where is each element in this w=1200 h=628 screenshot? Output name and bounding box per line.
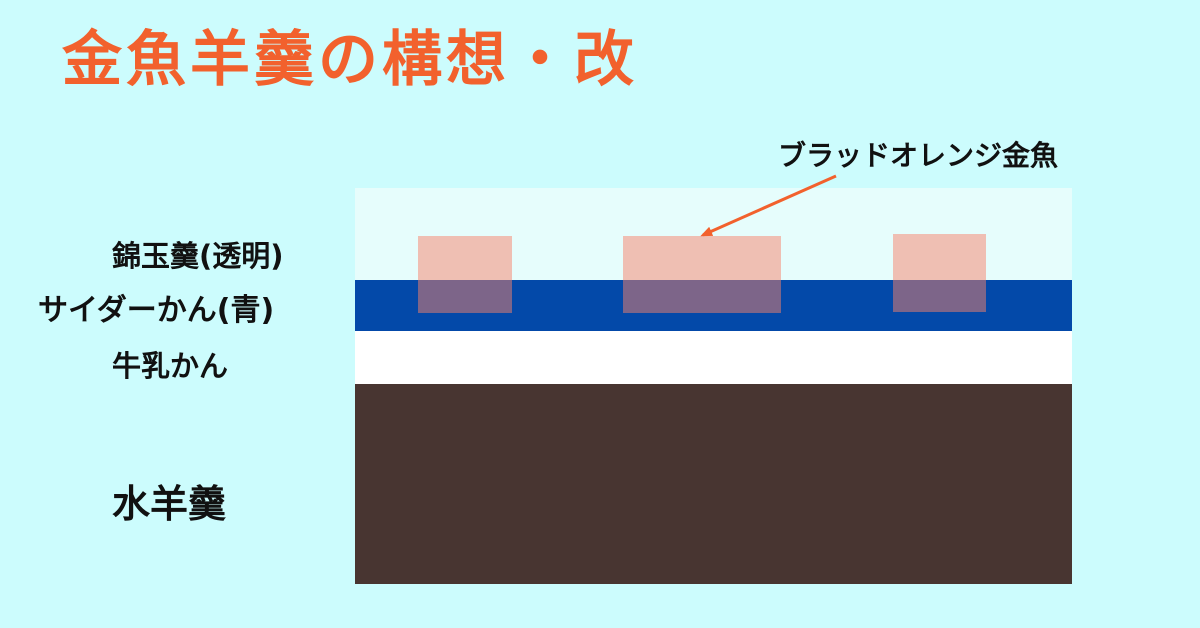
callout-goldfish: ブラッドオレンジ金魚 — [778, 139, 1059, 172]
label-milk: 牛乳かん — [112, 349, 229, 383]
goldfish-block-right — [893, 234, 986, 312]
page-title: 金魚羊羹の構想・改 — [62, 25, 638, 95]
label-nishikigyokukan: 錦玉羹(透明) — [112, 239, 284, 273]
layer-milk — [355, 331, 1072, 384]
goldfish-block-left — [418, 236, 512, 313]
layer-mizuyokan — [355, 384, 1072, 584]
goldfish-block-center — [623, 236, 781, 313]
label-mizuyokan: 水羊羹 — [112, 482, 227, 526]
label-cider: サイダーかん(青) — [38, 293, 275, 328]
